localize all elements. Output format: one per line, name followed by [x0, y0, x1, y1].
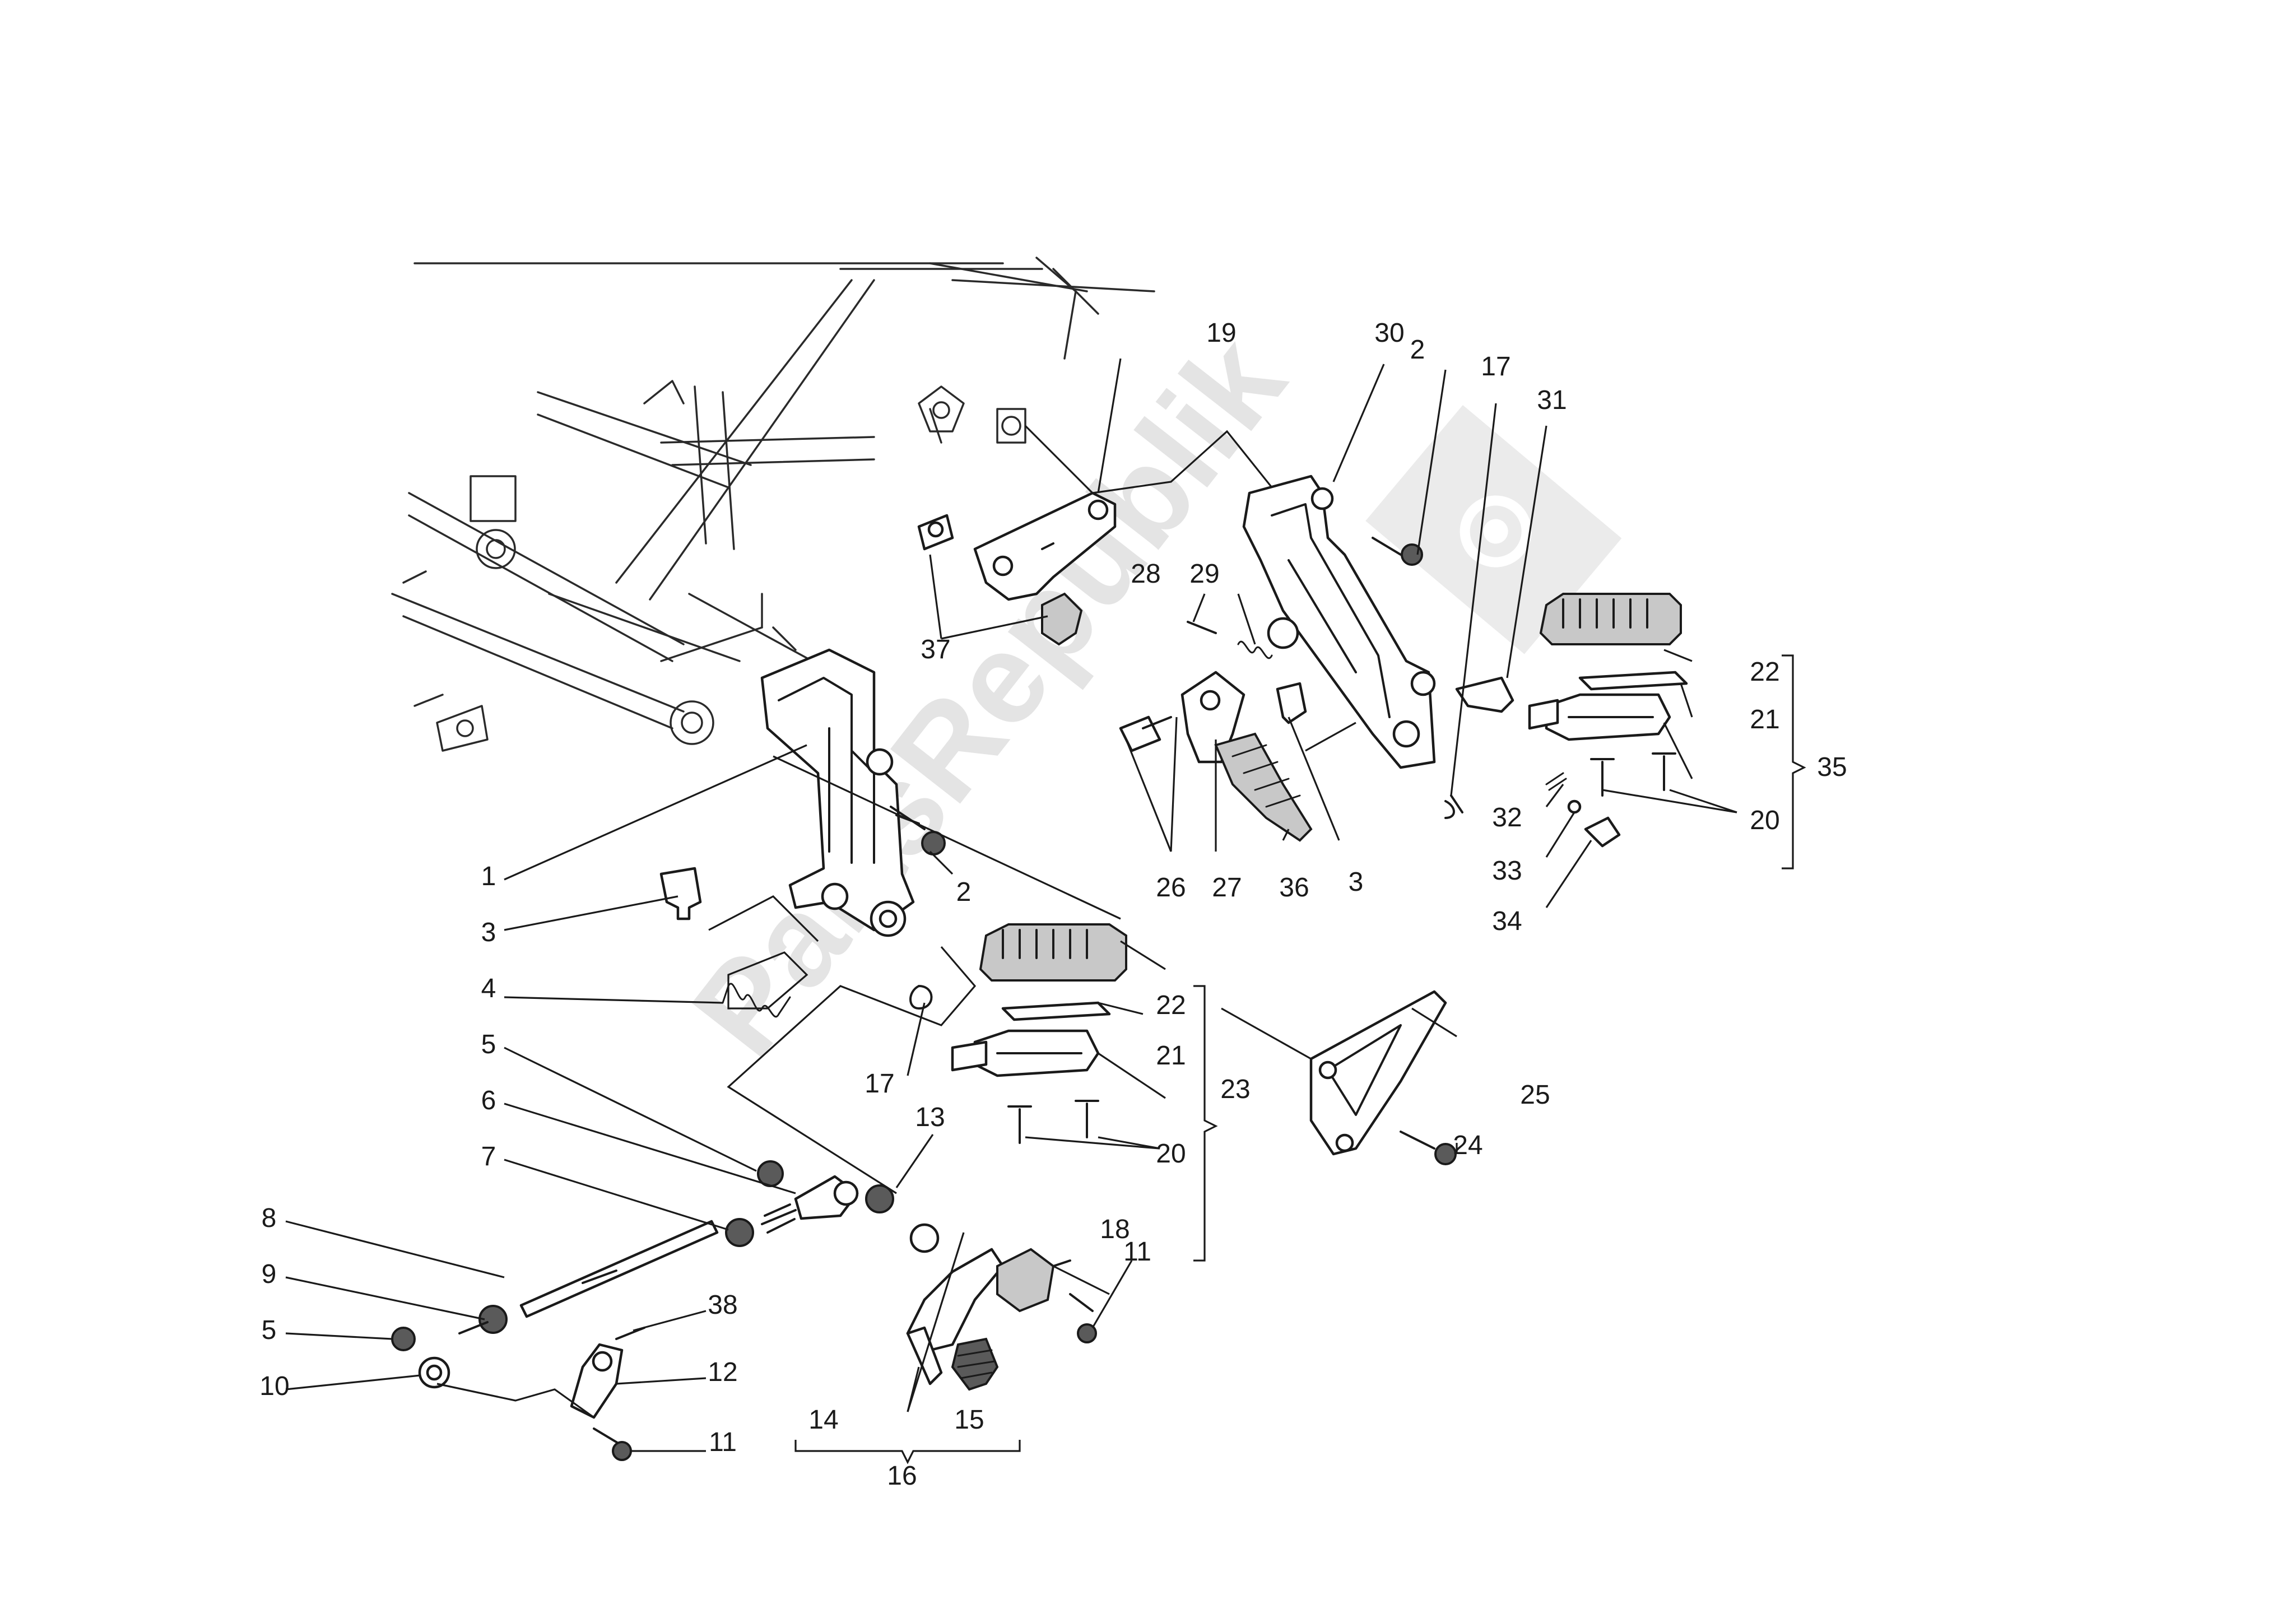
callout-label-c3b: 3: [1349, 867, 1364, 897]
circlip-left: [909, 985, 933, 1010]
brace-23: [1193, 985, 1218, 1262]
callout-label-c16: 16: [887, 1461, 917, 1491]
leader-lines: [285, 358, 1737, 1452]
motorcycle-frame: [391, 257, 1155, 752]
callout-label-c10: 10: [259, 1371, 289, 1401]
callout-label-c2a: 2: [1410, 335, 1425, 365]
callout-label-c29: 29: [1189, 559, 1219, 589]
footpeg-left: [951, 923, 1127, 1144]
callout-label-c38: 38: [708, 1290, 737, 1320]
shift-linkage: [391, 1160, 1097, 1461]
callout-label-c25: 25: [1520, 1080, 1550, 1110]
callout-label-c11b: 11: [709, 1427, 737, 1457]
callout-label-c22b: 22: [1156, 990, 1186, 1020]
callout-label-c1: 1: [481, 862, 496, 891]
callout-label-c20a: 20: [1750, 806, 1779, 835]
right-bracket: [1242, 475, 1514, 819]
callout-label-c35: 35: [1817, 752, 1847, 782]
callout-label-c22a: 22: [1750, 657, 1779, 687]
callout-label-c34: 34: [1492, 906, 1522, 936]
callout-label-c3a: 3: [481, 918, 496, 947]
callout-label-c4: 4: [481, 974, 496, 1003]
callout-label-c28: 28: [1131, 559, 1160, 589]
callout-label-c13: 13: [915, 1103, 945, 1132]
callout-label-c5b: 5: [262, 1315, 277, 1345]
callout-label-c9: 9: [262, 1259, 277, 1289]
callout-label-c2b: 2: [956, 877, 972, 907]
left-bracket: [760, 648, 915, 937]
callout-label-c36: 36: [1279, 873, 1309, 903]
callout-label-c12: 12: [708, 1357, 737, 1387]
callout-label-c18: 18: [1100, 1215, 1130, 1244]
callout-label-c6: 6: [481, 1086, 496, 1115]
callout-label-c26: 26: [1156, 873, 1186, 903]
watermark-gear-icon: [1365, 404, 1622, 654]
callout-label-c30: 30: [1374, 318, 1404, 348]
callout-label-c31: 31: [1537, 385, 1567, 415]
right-lever: [1119, 621, 1313, 842]
callout-label-c15: 15: [954, 1405, 984, 1435]
brace-35: [1782, 654, 1806, 869]
callout-label-c21b: 21: [1156, 1041, 1186, 1071]
callout-label-c24: 24: [1453, 1131, 1482, 1160]
callout-label-c17b: 17: [865, 1069, 894, 1099]
callout-label-c20b: 20: [1156, 1139, 1186, 1169]
footpeg-right: [1528, 593, 1688, 848]
brace-16: [794, 1440, 1021, 1464]
callout-label-c21a: 21: [1750, 705, 1779, 734]
callout-label-c37: 37: [921, 635, 950, 664]
callout-label-c27: 27: [1212, 873, 1242, 903]
callout-label-c7: 7: [481, 1142, 496, 1171]
callout-label-c11a: 11: [1123, 1237, 1151, 1267]
right-plate: [917, 491, 1117, 646]
callout-label-c8: 8: [262, 1203, 277, 1233]
callout-label-c14: 14: [808, 1405, 838, 1435]
callout-label-c32: 32: [1492, 803, 1522, 833]
callout-label-c5a: 5: [481, 1030, 496, 1059]
callout-label-c17a: 17: [1481, 352, 1510, 382]
heel-guard: [1309, 990, 1457, 1165]
callout-label-c19: 19: [1206, 318, 1236, 348]
callout-label-c23: 23: [1220, 1075, 1250, 1104]
callout-label-c33: 33: [1492, 856, 1522, 886]
pin-left: [659, 867, 702, 920]
spring-left: [722, 983, 791, 1018]
